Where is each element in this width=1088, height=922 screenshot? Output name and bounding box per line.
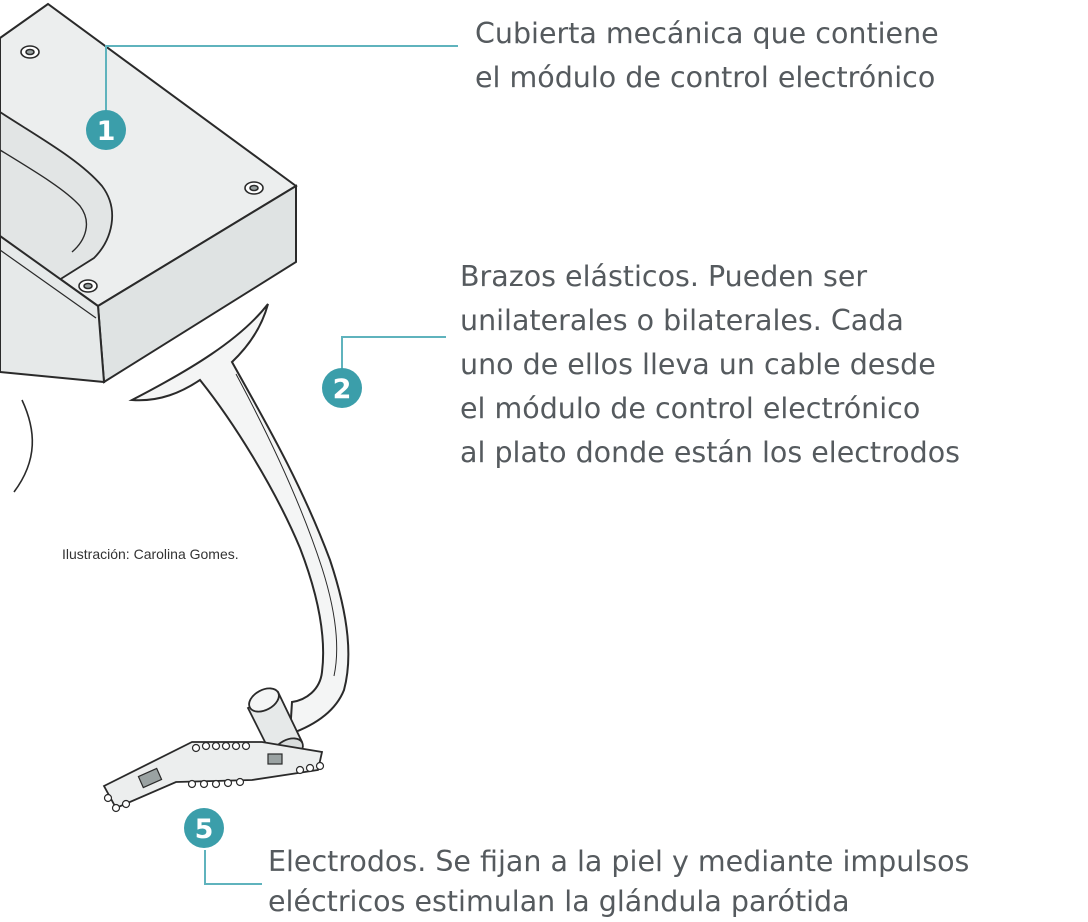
callout-badge-2: 2 bbox=[322, 368, 362, 408]
left-cable bbox=[13, 399, 34, 493]
housing-front-face bbox=[0, 234, 106, 384]
leader-line-1 bbox=[105, 45, 458, 112]
callout-text-electrodes: Electrodos. Se fijan a la piel y mediant… bbox=[268, 845, 970, 918]
leader-line-2 bbox=[341, 336, 446, 374]
callout-badge-5: 5 bbox=[184, 808, 224, 848]
housing-handle-groove bbox=[0, 149, 88, 253]
callout-text-elastic-arms: Brazos elásticos. Pueden ser unilaterale… bbox=[460, 260, 961, 469]
callout-number-5: 5 bbox=[195, 814, 214, 845]
callout-badge-1: 1 bbox=[86, 110, 126, 150]
elastic-arm bbox=[128, 303, 350, 736]
callout-number-2: 2 bbox=[333, 374, 352, 405]
housing-handle-recess bbox=[0, 110, 114, 294]
leader-line-5 bbox=[204, 850, 262, 885]
illustration-credit: Ilustración: Carolina Gomes. bbox=[62, 546, 239, 562]
electrode-plate bbox=[102, 741, 325, 813]
callout-text-housing: Cubierta mecánica que contiene el módulo… bbox=[475, 17, 939, 94]
leader-lines bbox=[105, 45, 458, 885]
callout-number-1: 1 bbox=[97, 116, 116, 147]
screw-holes bbox=[20, 45, 264, 293]
